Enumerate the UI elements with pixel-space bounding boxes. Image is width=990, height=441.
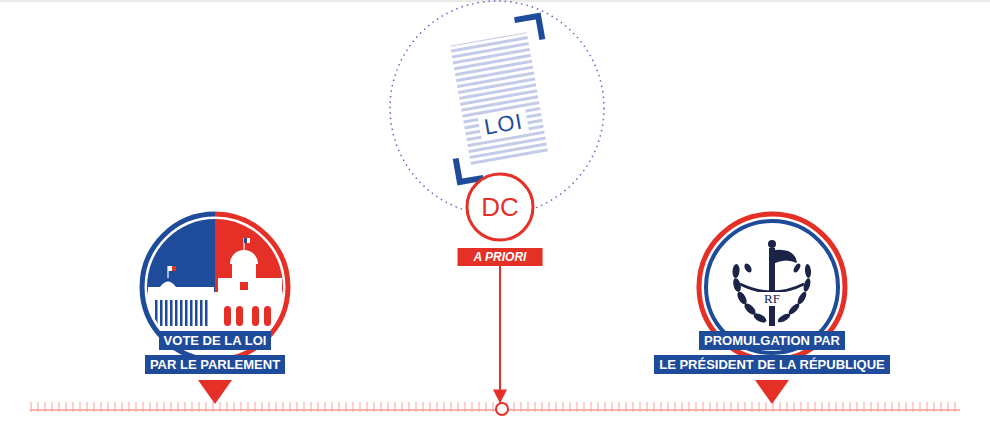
parliament-node: VOTE DE LA LOI PAR LE PARLEMENT [140, 212, 290, 362]
monogram-text: RF [757, 292, 787, 306]
senate-dome [230, 250, 258, 264]
timeline-ticks [30, 402, 960, 414]
ribbon [740, 284, 804, 292]
pointer-arrow [499, 266, 501, 402]
badge-label: DC [465, 172, 535, 242]
president-node: PROMULGATION PAR LE PRÉSIDENT DE LA RÉPU… [697, 212, 847, 362]
document-title: LOI [477, 108, 529, 142]
emblem-ground [145, 292, 287, 362]
corner-bracket [456, 154, 484, 182]
band-spacer [135, 329, 151, 353]
flag [168, 266, 172, 271]
flag [172, 266, 176, 271]
band-spacer [647, 329, 693, 353]
band-spacer [851, 329, 897, 353]
dc-badge: DCA PRIORI [465, 172, 535, 242]
senate-windows [224, 282, 271, 326]
paper-sheet [441, 23, 558, 175]
pointer-triangle [755, 380, 789, 404]
law-document-node: LOI [441, 23, 558, 175]
flag [244, 238, 247, 243]
assembly-dome [160, 282, 176, 288]
emblem-sky-blue [145, 215, 215, 295]
assembly-cornice [148, 287, 214, 293]
paper-lines [450, 32, 548, 166]
band-spacer [279, 329, 295, 353]
corner-bracket [515, 16, 543, 44]
timeline-marker [496, 403, 508, 415]
band-label: VOTE DE LA LOI PAR LE PARLEMENT [145, 331, 285, 374]
flag [247, 238, 250, 243]
pointer-triangle [198, 380, 232, 404]
senate-drum [232, 264, 256, 278]
paper-content: LOI [441, 23, 558, 175]
senate-facade [218, 278, 282, 294]
law-document [434, 16, 564, 182]
emblem-sky-red [215, 215, 287, 295]
badge-band: A PRIORI [458, 248, 543, 266]
label-bands: VOTE DE LA LOI PAR LE PARLEMENT [135, 329, 295, 377]
assembly-columns [155, 300, 208, 326]
label-bands: PROMULGATION PAR LE PRÉSIDENT DE LA RÉPU… [647, 329, 897, 377]
band-label: PROMULGATION PAR LE PRÉSIDENT DE LA RÉPU… [654, 331, 890, 374]
timeline-line [30, 409, 960, 411]
